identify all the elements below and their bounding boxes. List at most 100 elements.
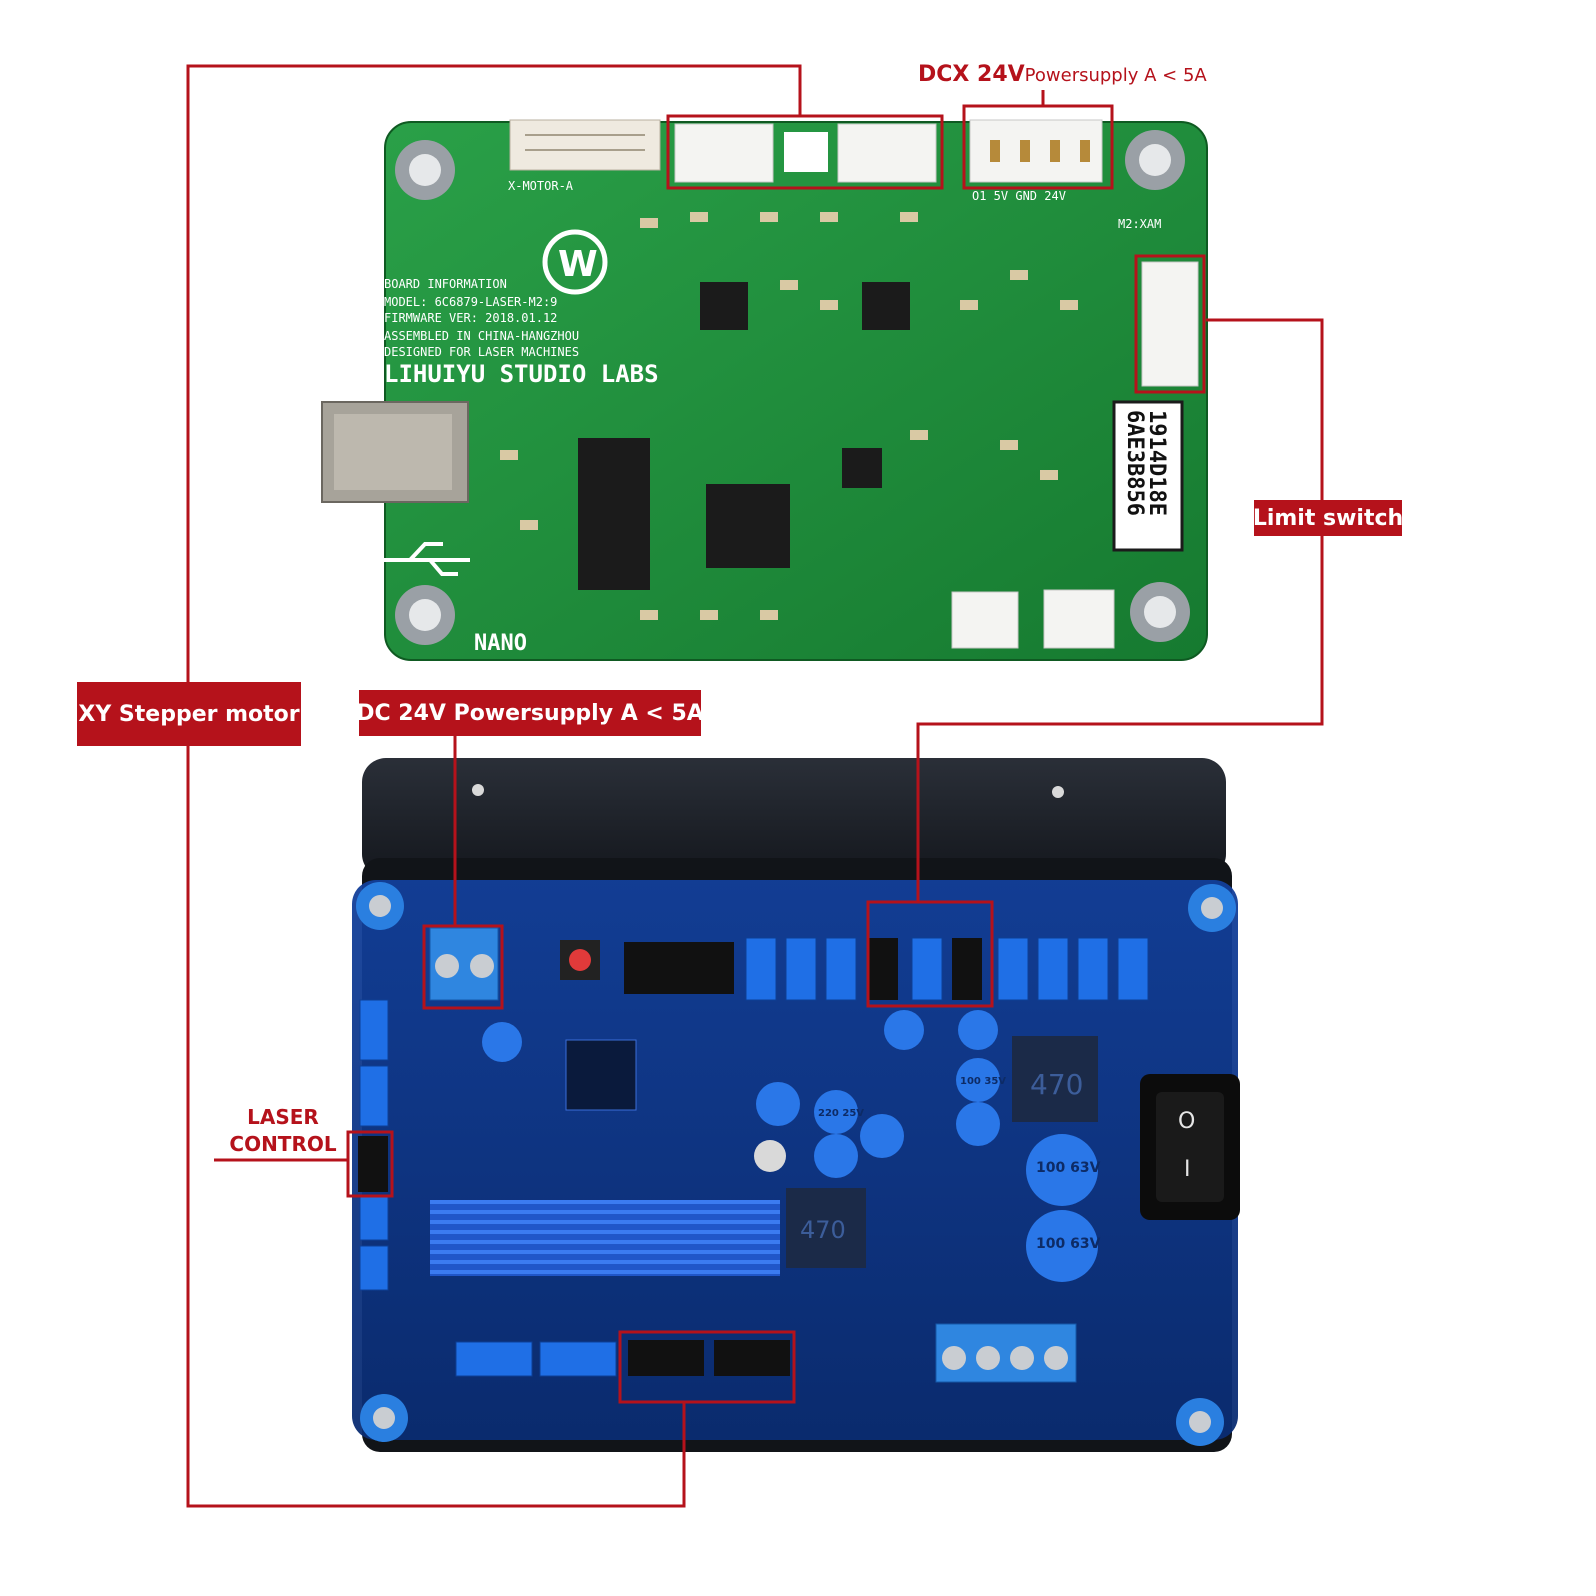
- capacitor: 100 63V: [1026, 1134, 1101, 1206]
- standoff-screw: [356, 882, 404, 930]
- bottom-blue-headers: [455, 1341, 617, 1377]
- capacitor: [754, 1140, 786, 1172]
- nano-logo: NANO: [474, 631, 527, 656]
- svg-text:100 35V: 100 35V: [960, 1076, 1006, 1087]
- svg-text:220 25V: 220 25V: [818, 1108, 864, 1119]
- capacitor: [860, 1114, 904, 1158]
- serial-number: 1914D18E 6AE3B856: [1122, 410, 1169, 516]
- capacitor: [884, 1010, 924, 1050]
- blue-pcb: [352, 880, 1238, 1440]
- left-pin-headers: [359, 999, 389, 1291]
- board-info-text: BOARD INFORMATION: [384, 277, 507, 291]
- laser-control-label-line2: CONTROL: [229, 1132, 337, 1156]
- standoff-screw: [360, 1394, 408, 1442]
- stepper-motor-header: [628, 1340, 704, 1376]
- capacitor: [814, 1134, 858, 1178]
- capacitor: 220 25V: [814, 1090, 864, 1134]
- inductor: [1012, 1036, 1098, 1122]
- inductor-label: 470: [800, 1216, 846, 1244]
- serial-label-box: [1112, 400, 1184, 552]
- black-mounting-plate: [362, 758, 1226, 878]
- brand-text: LIHUIYU STUDIO LABS: [384, 360, 659, 388]
- x-motor-connector: [674, 123, 774, 183]
- limit-switch-connector: [1141, 261, 1199, 387]
- callout-lines: [186, 64, 1324, 1508]
- standoff-screw: [1176, 1398, 1224, 1446]
- screw-terminal-block: [935, 1323, 1077, 1383]
- aux-connector: [951, 591, 1019, 649]
- laser-control-highlight: [346, 1130, 394, 1198]
- offline-plug-header: [624, 942, 734, 994]
- highlight-boxes: [346, 104, 1206, 1404]
- mounting-hole: [1130, 582, 1190, 642]
- dc-terminal-highlight: [422, 924, 504, 1010]
- assembled-in-text: ASSEMBLED IN CHINA-HANGZHOU: [384, 329, 579, 343]
- connector-label: O1 5V GND 24V: [972, 189, 1066, 203]
- usb-icon: [382, 542, 470, 576]
- capacitor: [756, 1082, 800, 1126]
- capacitor: [956, 1102, 1000, 1146]
- main-mcu: [706, 484, 790, 568]
- designed-for-text: DESIGNED FOR LASER MACHINES: [384, 345, 579, 359]
- laser-control-header: [358, 1136, 388, 1192]
- standoff-screw: [1188, 884, 1236, 932]
- capacitor: [958, 1010, 998, 1050]
- dcx-supply-label-rest: Powersupply A < 5A: [1024, 65, 1207, 86]
- capacitor: 100 35V: [956, 1058, 1006, 1102]
- xy-motor-highlight: [666, 114, 944, 190]
- limit-header-highlight: [866, 900, 994, 1008]
- xy-logo-block: [784, 132, 828, 172]
- limit-switch-label: Limit switch: [1253, 500, 1403, 536]
- mcu-chip: [565, 1039, 637, 1111]
- usb-chip: [578, 438, 650, 590]
- power-rocker-switch[interactable]: O I: [1140, 1074, 1240, 1220]
- driver-chip: [862, 282, 910, 330]
- side-label: M2:XAM: [1118, 217, 1161, 231]
- svg-text:1914D18E: 1914D18E: [1144, 410, 1169, 516]
- dc-supply-label: DC 24V Powersupply A < 5A: [356, 690, 704, 736]
- switch-off-label: O: [1178, 1109, 1195, 1134]
- mounting-hole: [395, 140, 455, 200]
- blue-controller-board: 470 470 100 63V 100 63V 100 35V 220 25V …: [352, 758, 1240, 1452]
- limit-switch-callout-line: [916, 318, 1324, 902]
- capacitor: [482, 1022, 522, 1062]
- blue-pin-header-group: [745, 937, 1149, 1001]
- inductor: [786, 1188, 866, 1268]
- switch-on-label: I: [1184, 1157, 1191, 1182]
- svg-text:W: W: [558, 244, 598, 285]
- xy-stepper-label: XY Stepper motor: [77, 682, 301, 746]
- limit-header-y: [952, 938, 982, 1000]
- board-silkscreen: LIHUIYU STUDIO LABS DESIGNED FOR LASER M…: [384, 179, 1161, 656]
- dcx-supply-label-bold: DCX 24V: [918, 62, 1025, 87]
- stepper-header-highlight: [618, 1330, 796, 1404]
- ribbon-connector: [509, 119, 661, 171]
- model-text: MODEL: 6C6879-LASER-M2:9: [384, 295, 557, 309]
- heatsink: [430, 1200, 780, 1276]
- limit-switch-highlight: [1134, 254, 1206, 394]
- aux-connector: [1043, 589, 1115, 649]
- stepper-motor-header: [714, 1340, 790, 1376]
- driver-chip: [700, 282, 748, 330]
- svg-text:100 63V: 100 63V: [1036, 1160, 1101, 1176]
- capacitor: 100 63V: [1026, 1210, 1101, 1282]
- smd-components: [500, 212, 1078, 620]
- w-logo-icon: W: [542, 229, 608, 295]
- small-chip: [842, 448, 882, 488]
- connector-label: X-MOTOR-A: [508, 179, 574, 193]
- green-controller-board: LIHUIYU STUDIO LABS DESIGNED FOR LASER M…: [321, 119, 1208, 661]
- limit-header-x: [868, 938, 898, 1000]
- xy-stepper-callout-line: [186, 64, 802, 1508]
- mounting-hole: [395, 585, 455, 645]
- dcx-supply-label: DCX 24VPowersupply A < 5A: [918, 62, 1207, 87]
- inductor-label: 470: [1030, 1068, 1083, 1101]
- svg-text:6AE3B856: 6AE3B856: [1122, 410, 1147, 516]
- mounting-hole: [1125, 130, 1185, 190]
- laser-control-label: LASER CONTROL: [222, 1104, 344, 1158]
- laser-control-label-line1: LASER: [247, 1105, 319, 1129]
- firmware-text: FIRMWARE VER: 2018.01.12: [384, 311, 557, 325]
- power-terminal: [429, 927, 499, 1001]
- dcx-power-highlight: [962, 104, 1114, 190]
- svg-text:100 63V: 100 63V: [1036, 1236, 1101, 1252]
- y-motor-connector: [837, 123, 937, 183]
